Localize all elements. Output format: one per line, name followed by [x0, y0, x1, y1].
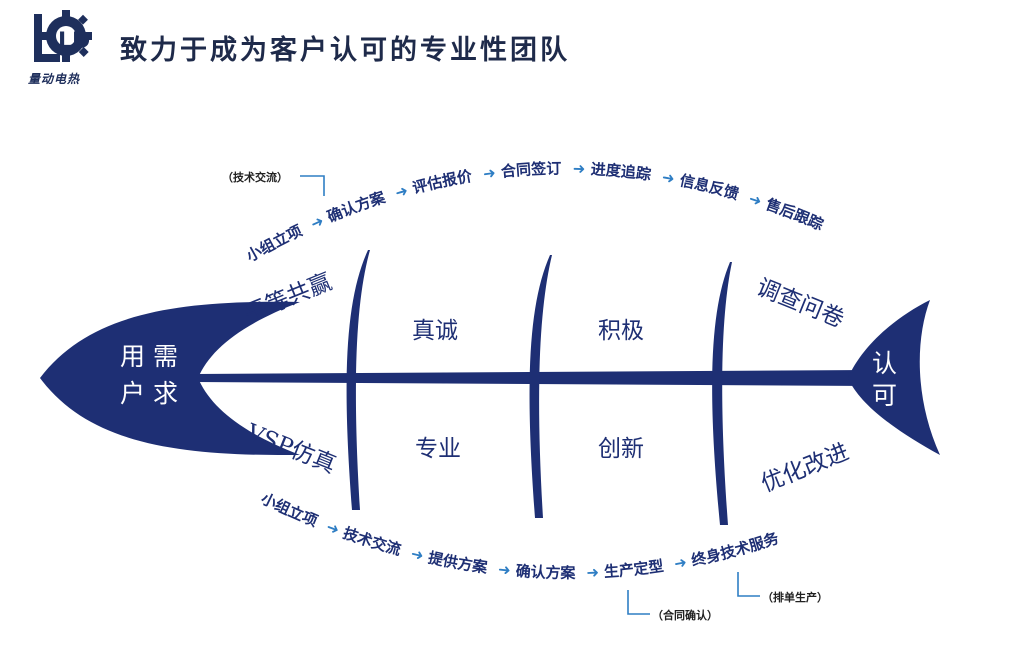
rib-2	[529, 255, 552, 518]
lower-step-5: 生产定型	[603, 557, 664, 581]
label-lower-left: VSP仿真	[242, 419, 340, 479]
fish-head	[40, 301, 300, 456]
cell-upper-1: 真诚	[412, 318, 458, 344]
rib-1	[346, 250, 370, 510]
upper-step-3: 评估报价	[411, 167, 475, 197]
head-text-line2: 户 求	[120, 379, 178, 408]
lower-note-2: （排单生产）	[762, 590, 828, 604]
label-upper-left: 平等共赢	[241, 269, 336, 328]
company-logo: LD	[34, 10, 92, 62]
upper-note: （技术交流）	[222, 170, 288, 184]
upper-step-5: 进度追踪	[590, 160, 652, 184]
cell-lower-2: 创新	[598, 436, 644, 462]
rib-3	[712, 262, 732, 525]
page-title: 致力于成为客户认可的专业性团队	[120, 35, 570, 66]
logo-subtitle: 量动电热	[28, 72, 81, 86]
upper-note-bracket	[300, 175, 325, 196]
lower-step-6: 终身技术服务	[690, 529, 782, 570]
fish-tail	[848, 300, 940, 455]
lower-step-1: 小组立项	[258, 489, 320, 530]
upper-step-1: 小组立项	[243, 222, 305, 266]
cell-upper-2: 积极	[598, 318, 644, 344]
upper-step-6: 信息反馈	[678, 171, 741, 203]
upper-step-7: 售后跟踪	[763, 195, 826, 234]
logo-letters: LD	[58, 29, 90, 54]
lower-step-3: 提供方案	[427, 549, 490, 577]
upper-step-2: 确认方案	[325, 188, 389, 226]
head-text-line1: 用 需	[120, 342, 178, 371]
gear-icon	[40, 10, 92, 62]
lower-note-1: （合同确认）	[652, 608, 718, 622]
lower-flow: 小组立项 ➜ 技术交流 ➜ 提供方案 ➜ 确认方案 ➜ 生产定型 ➜ 终身技术服…	[258, 489, 781, 582]
upper-step-4: 合同签订	[499, 159, 561, 180]
cell-lower-1: 专业	[415, 436, 461, 462]
upper-flow: 小组立项 ➜ 确认方案 ➜ 评估报价 ➜ 合同签订 ➜ 进度追踪 ➜ 信息反馈 …	[243, 159, 826, 265]
tail-text-line1: 认	[872, 349, 897, 378]
label-lower-right: 优化改进	[758, 439, 853, 498]
lower-step-2: 技术交流	[341, 524, 403, 559]
lower-step-4: 确认方案	[515, 562, 576, 582]
label-upper-right: 调查问卷	[753, 274, 848, 333]
tail-text-line2: 可	[872, 381, 897, 410]
lower-note-2-bracket	[737, 572, 760, 597]
lower-note-1-bracket	[627, 590, 650, 615]
